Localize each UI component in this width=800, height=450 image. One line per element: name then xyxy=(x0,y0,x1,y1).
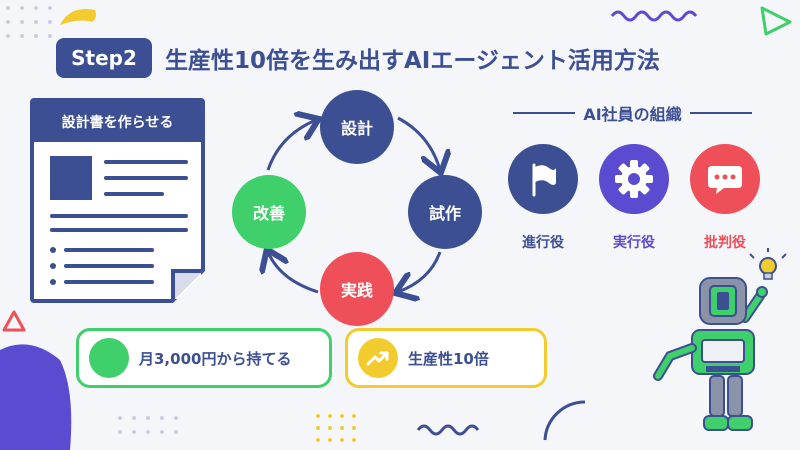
green-circle-icon xyxy=(89,338,129,378)
role-label-executor: 実行役 xyxy=(613,235,655,251)
wave-bottom-shape xyxy=(416,424,480,436)
purple-blob-shape xyxy=(0,344,72,450)
document-line xyxy=(104,176,188,180)
wave-top-shape xyxy=(610,10,698,22)
document-line xyxy=(64,280,154,284)
ai-org-title: AI社員の組織 xyxy=(505,100,760,126)
benefit-cost-label: 月3,000円から持てる xyxy=(139,349,292,368)
document-line xyxy=(64,248,154,252)
ai-org-title-text: AI社員の組織 xyxy=(583,105,682,124)
yellow-blob-shape xyxy=(60,9,96,25)
document-line xyxy=(104,192,164,196)
arrow-design-to-prototype-icon xyxy=(397,116,440,170)
role-critic xyxy=(690,144,760,214)
arrow-improve-to-design-icon xyxy=(266,120,316,171)
dot-grid-yellow xyxy=(316,414,356,442)
role-label-facilitator: 進行役 xyxy=(522,235,564,251)
robot-illustration xyxy=(653,248,787,431)
speech-bubble-icon xyxy=(708,166,742,194)
dot-grid-top-left xyxy=(6,6,52,38)
arrow-prototype-to-practice-icon xyxy=(398,251,442,292)
bullet-dot-icon xyxy=(50,263,56,269)
design-document-card: 設計書を作らせる xyxy=(30,98,207,305)
triangle-top-right-shape xyxy=(760,6,792,36)
benefit-productivity-pill: 生産性10倍 xyxy=(345,328,547,388)
role-executor xyxy=(599,144,669,214)
document-line xyxy=(104,160,188,164)
arrow-practice-to-improve-icon xyxy=(268,252,319,294)
role-facilitator xyxy=(508,144,578,214)
gear-icon xyxy=(615,160,653,198)
cycle-step-design: 設計 xyxy=(320,90,394,164)
triangle-left-shape xyxy=(2,310,26,332)
document-card-label: 設計書を作らせる xyxy=(34,102,201,142)
cycle-step-improve: 改善 xyxy=(232,175,306,249)
bullet-dot-icon xyxy=(50,279,56,285)
cycle-step-prototype: 試作 xyxy=(408,175,482,249)
role-label-critic: 批判役 xyxy=(704,235,746,251)
arc-bottom-shape xyxy=(543,400,586,441)
cycle-step-practice: 実践 xyxy=(320,252,394,326)
document-line xyxy=(64,264,154,268)
flag-icon xyxy=(532,163,556,197)
lightbulb-icon xyxy=(749,248,787,280)
document-image-placeholder-icon xyxy=(50,156,92,200)
page-title: 生産性10倍を生み出すAIエージェント活用方法 xyxy=(165,48,660,74)
benefit-productivity-label: 生産性10倍 xyxy=(408,349,489,368)
trend-up-icon xyxy=(358,338,398,378)
document-line xyxy=(50,228,188,232)
benefit-cost-pill: 月3,000円から持てる xyxy=(76,328,332,388)
dot-grid-bottom xyxy=(118,416,178,434)
step-badge: Step2 xyxy=(56,38,152,78)
bullet-dot-icon xyxy=(50,247,56,253)
document-line xyxy=(50,214,188,218)
